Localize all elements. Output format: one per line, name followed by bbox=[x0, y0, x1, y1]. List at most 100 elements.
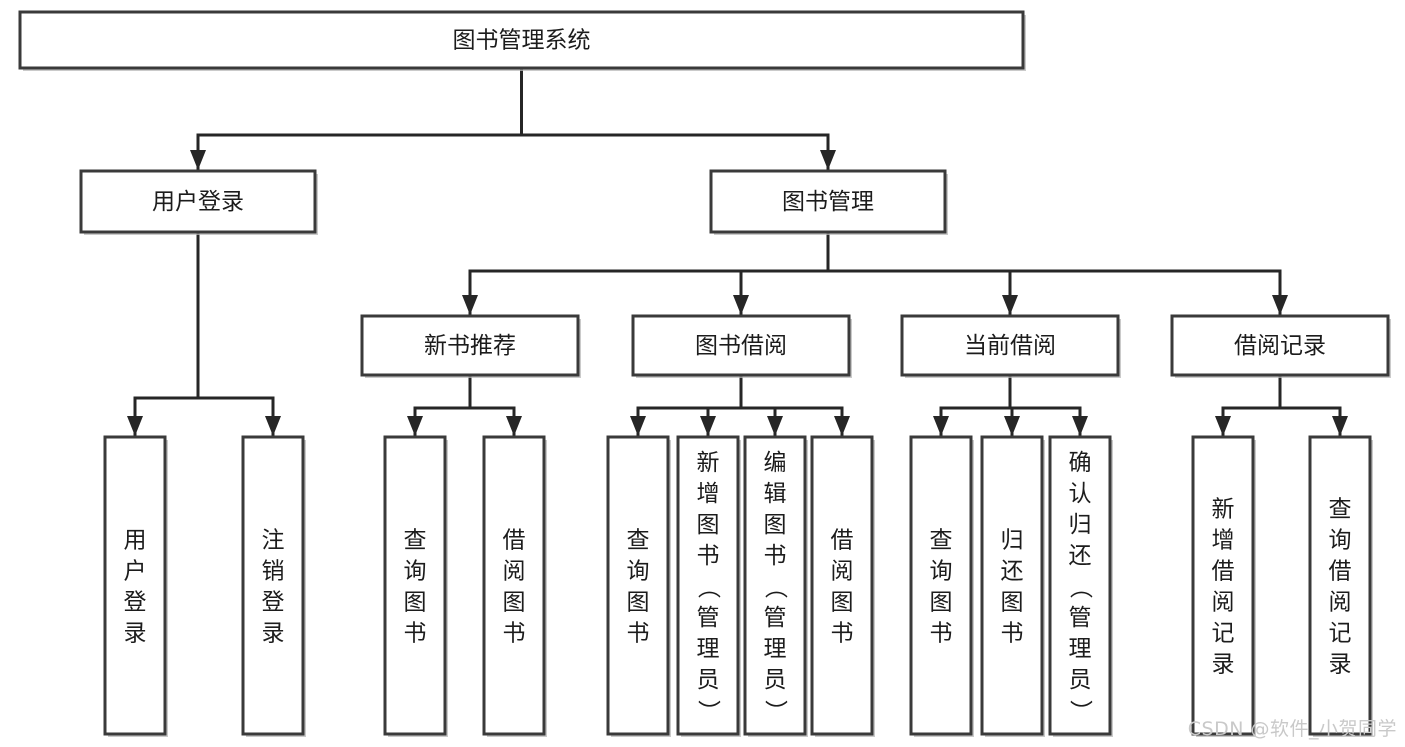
node-label-char: 书 bbox=[404, 621, 427, 647]
node-label: 当前借阅 bbox=[964, 333, 1056, 359]
node-user-login[interactable]: 用户登录 bbox=[79, 169, 318, 235]
node-label-char: 查 bbox=[627, 528, 650, 554]
node-label-char: 图 bbox=[503, 590, 526, 616]
node-label-char: 理 bbox=[697, 636, 720, 662]
node-box[interactable] bbox=[1308, 435, 1372, 736]
node-label-char: （ bbox=[695, 576, 721, 599]
node-label-char: 阅 bbox=[503, 559, 526, 585]
node-label-char: ） bbox=[762, 700, 788, 723]
node-label-char: 增 bbox=[697, 481, 720, 507]
node-box[interactable] bbox=[810, 435, 874, 736]
node-box[interactable] bbox=[241, 435, 305, 736]
node-label-char: 询 bbox=[1329, 528, 1352, 554]
node-label-char: 新 bbox=[1212, 497, 1235, 523]
node-box[interactable] bbox=[676, 435, 740, 736]
node-label-char: 图 bbox=[930, 590, 953, 616]
node-box[interactable] bbox=[900, 314, 1120, 377]
arrow-head bbox=[1072, 416, 1088, 436]
node-box[interactable] bbox=[1191, 435, 1255, 736]
arrow-head bbox=[265, 416, 281, 436]
node-label-char: 录 bbox=[262, 621, 285, 647]
arrow-head bbox=[506, 416, 522, 436]
node-label: 用户登录 bbox=[152, 189, 244, 215]
node-box[interactable] bbox=[1170, 314, 1390, 377]
node-label-char: 书 bbox=[831, 621, 854, 647]
node-label-char: 认 bbox=[1069, 481, 1092, 507]
node-label-char: 借 bbox=[503, 528, 526, 554]
arrow-head bbox=[462, 295, 478, 315]
node-label-char: 书 bbox=[503, 621, 526, 647]
node-box[interactable] bbox=[79, 169, 317, 234]
node-label-char: 登 bbox=[124, 590, 147, 616]
node-box[interactable] bbox=[360, 314, 580, 377]
node-label-char: 录 bbox=[124, 621, 147, 647]
arrow-head bbox=[1272, 295, 1288, 315]
node-label: 图书借阅 bbox=[695, 333, 787, 359]
arrow-head bbox=[630, 416, 646, 436]
node-box[interactable] bbox=[18, 10, 1025, 70]
node-label-char: 查 bbox=[404, 528, 427, 554]
node-label-char: ） bbox=[695, 700, 721, 723]
node-label-char: 户 bbox=[124, 559, 147, 585]
node-current-borrow[interactable]: 当前借阅 bbox=[900, 314, 1121, 378]
node-box[interactable] bbox=[909, 435, 973, 736]
node-new-book-recommend[interactable]: 新书推荐 bbox=[360, 314, 581, 378]
node-label-char: 管 bbox=[764, 605, 787, 631]
node-label-char: 阅 bbox=[831, 559, 854, 585]
node-borrow-record[interactable]: 借阅记录 bbox=[1170, 314, 1391, 378]
node-label-char: 编 bbox=[764, 450, 787, 476]
node-label-char: 还 bbox=[1001, 559, 1024, 585]
node-box[interactable] bbox=[980, 435, 1044, 736]
node-label-char: 图 bbox=[764, 512, 787, 538]
node-label-char: 用 bbox=[124, 528, 147, 554]
node-label-char: 归 bbox=[1001, 528, 1024, 554]
arrow-head bbox=[767, 416, 783, 436]
node-box[interactable] bbox=[606, 435, 670, 736]
arrow-head bbox=[127, 416, 143, 436]
node-box[interactable] bbox=[631, 314, 851, 377]
node-label-char: 询 bbox=[627, 559, 650, 585]
node-label-char: 登 bbox=[262, 590, 285, 616]
node-label-char: （ bbox=[1067, 576, 1093, 599]
node-label-char: 书 bbox=[1001, 621, 1024, 647]
node-label-char: 借 bbox=[1212, 559, 1235, 585]
arrow-head bbox=[1215, 416, 1231, 436]
node-label-char: 询 bbox=[930, 559, 953, 585]
node-label-char: 理 bbox=[1069, 636, 1092, 662]
node-box[interactable] bbox=[709, 169, 947, 234]
node-book-borrow[interactable]: 图书借阅 bbox=[631, 314, 852, 378]
node-label-char: 新 bbox=[697, 450, 720, 476]
node-label-char: 员 bbox=[1069, 667, 1092, 693]
node-root-root[interactable]: 图书管理系统 bbox=[18, 10, 1026, 71]
node-book-manage[interactable]: 图书管理 bbox=[709, 169, 948, 235]
node-label-char: 图 bbox=[1001, 590, 1024, 616]
node-label-char: 录 bbox=[1329, 652, 1352, 678]
node-label-char: 确 bbox=[1069, 450, 1092, 476]
edge-layer bbox=[127, 66, 1348, 438]
node-label-char: 询 bbox=[404, 559, 427, 585]
node-box[interactable] bbox=[1048, 435, 1112, 736]
node-box[interactable] bbox=[482, 435, 546, 736]
arrow-head bbox=[700, 416, 716, 436]
node-label-char: 阅 bbox=[1212, 590, 1235, 616]
node-leaf-user-login[interactable]: 用户登录 bbox=[103, 435, 168, 737]
node-box[interactable] bbox=[743, 435, 807, 736]
node-label-char: 管 bbox=[697, 605, 720, 631]
node-label-char: 还 bbox=[1069, 543, 1092, 569]
node-box[interactable] bbox=[383, 435, 447, 736]
node-box[interactable] bbox=[103, 435, 167, 736]
node-label-char: 书 bbox=[930, 621, 953, 647]
